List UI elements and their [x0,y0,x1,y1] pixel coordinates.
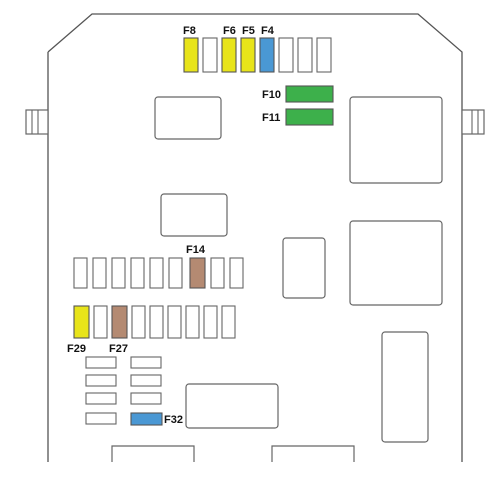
fuse-f14[interactable] [189,257,206,289]
fuse-f5[interactable] [240,37,256,73]
fuse-slot [316,37,332,73]
fuse-slot [221,305,236,339]
fuse-slot [130,374,162,387]
fuse-slot [203,305,218,339]
fuse-slot [73,257,88,289]
bottom-connector-right [271,445,355,462]
fuse-f8[interactable] [183,37,199,73]
relay-block-upper-left [154,96,222,140]
fuse-f27[interactable] [111,305,128,339]
left-mounting-tab [25,109,49,135]
fuse-f29[interactable] [73,305,90,339]
relay-block-small [282,237,326,299]
fuse-slot [111,257,126,289]
fuse-slot [93,305,108,339]
label-f29: F29 [67,343,86,355]
label-f27: F27 [109,343,128,355]
fuse-slot [202,37,218,73]
fuse-f11[interactable] [285,108,334,126]
fuse-slot [130,392,162,405]
relay-block-upper-right [349,96,443,184]
fuse-slot [85,374,117,387]
label-f11: F11 [262,112,280,124]
relay-block-lower-right [381,331,429,443]
fuse-slot [167,305,182,339]
fuse-f4[interactable] [259,37,275,73]
label-f10: F10 [262,89,281,101]
relay-block-right-middle [349,220,443,306]
label-f32: F32 [164,414,183,426]
fuse-slot [149,257,164,289]
label-f8: F8 [183,25,196,37]
relay-block-center [160,193,228,237]
fuse-slot [130,257,145,289]
fuse-slot [297,37,313,73]
label-f6: F6 [223,25,236,37]
label-f14: F14 [186,244,206,256]
fuse-slot [130,356,162,369]
label-f4: F4 [261,25,275,37]
relay-block-lower-center [185,383,279,429]
fuse-slot [131,305,146,339]
fuse-slot [85,356,117,369]
top-fuse-row [183,37,332,73]
middle-fuse-row [73,257,244,289]
fuse-slot [168,257,183,289]
lower-fuse-row [73,305,236,339]
fuse-slot [92,257,107,289]
fuse-slot [229,257,244,289]
fuse-slot [185,305,200,339]
fuse-slot [278,37,294,73]
fuse-slot [210,257,225,289]
mini-fuse-grid [85,356,163,426]
fuse-slot [85,412,117,425]
label-f5: F5 [242,25,255,37]
fuse-f10[interactable] [285,85,334,103]
fuse-f32[interactable] [130,412,163,426]
fuse-f6[interactable] [221,37,237,73]
right-mounting-tab [461,109,485,135]
bottom-connector-left [111,445,195,462]
fuse-slot [149,305,164,339]
fuse-slot [85,392,117,405]
